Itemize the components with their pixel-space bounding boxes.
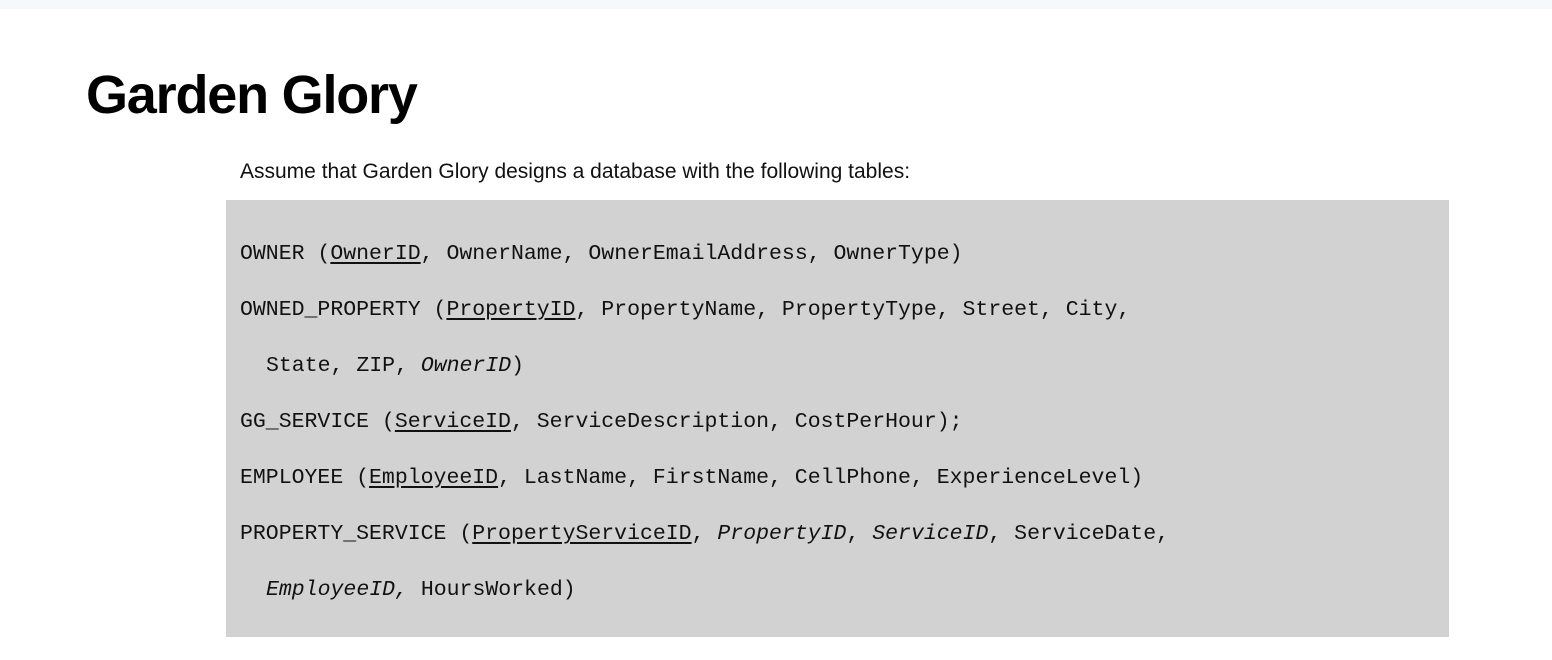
primary-key-attribute: PropertyServiceID bbox=[472, 522, 692, 546]
schema-line-gg-service: GG_SERVICE (ServiceID, ServiceDescriptio… bbox=[226, 394, 1449, 450]
top-accent-band bbox=[0, 0, 1552, 9]
primary-key-attribute: ServiceID bbox=[394, 410, 511, 434]
schema-text: , ServiceDescription, CostPerHour); bbox=[510, 410, 963, 434]
schema-text: ) bbox=[511, 354, 525, 378]
schema-text: OWNER ( bbox=[240, 242, 331, 266]
schema-text: , bbox=[691, 522, 718, 546]
primary-key-attribute: OwnerID bbox=[330, 242, 421, 266]
schema-text: , OwnerName, OwnerEmailAddress, OwnerTyp… bbox=[420, 242, 963, 266]
schema-text: , PropertyName, PropertyType, Street, Ci… bbox=[575, 298, 1131, 322]
schema-text: , bbox=[846, 522, 873, 546]
schema-line-employee: EMPLOYEE (EmployeeID, LastName, FirstNam… bbox=[226, 450, 1449, 506]
schema-text: , ServiceDate, bbox=[988, 522, 1170, 546]
schema-text: EMPLOYEE ( bbox=[240, 466, 370, 490]
foreign-key-attribute: EmployeeID, bbox=[266, 578, 408, 602]
primary-key-attribute: EmployeeID bbox=[369, 466, 499, 490]
schema-line-owned-property-cont: State, ZIP, OwnerID) bbox=[226, 338, 1449, 394]
schema-line-property-service: PROPERTY_SERVICE (PropertyServiceID, Pro… bbox=[226, 506, 1449, 562]
foreign-key-attribute: PropertyID bbox=[717, 522, 847, 546]
schema-line-owned-property: OWNED_PROPERTY (PropertyID, PropertyName… bbox=[226, 282, 1449, 338]
schema-text: State, ZIP, bbox=[266, 354, 421, 378]
schema-text: HoursWorked) bbox=[407, 578, 576, 602]
foreign-key-attribute: ServiceID bbox=[872, 522, 989, 546]
schema-code-block: OWNER (OwnerID, OwnerName, OwnerEmailAdd… bbox=[226, 200, 1449, 637]
schema-text: , LastName, FirstName, CellPhone, Experi… bbox=[498, 466, 1144, 490]
schema-text: PROPERTY_SERVICE ( bbox=[240, 522, 473, 546]
foreign-key-attribute: OwnerID bbox=[420, 354, 512, 378]
schema-line-property-service-cont: EmployeeID, HoursWorked) bbox=[226, 562, 1449, 618]
schema-text: GG_SERVICE ( bbox=[240, 410, 395, 434]
page-title: Garden Glory bbox=[86, 65, 418, 126]
schema-line-owner: OWNER (OwnerID, OwnerName, OwnerEmailAdd… bbox=[226, 226, 1449, 282]
intro-paragraph: Assume that Garden Glory designs a datab… bbox=[240, 160, 911, 183]
primary-key-attribute: PropertyID bbox=[446, 298, 576, 322]
schema-text: OWNED_PROPERTY ( bbox=[240, 298, 447, 322]
